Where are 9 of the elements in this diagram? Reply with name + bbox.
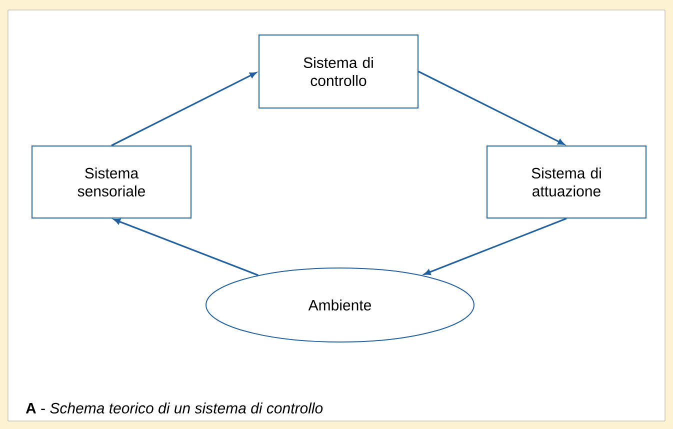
arrow xyxy=(111,72,256,146)
ellipse-node: Ambiente xyxy=(206,268,474,342)
process-box: Sistema di controllo xyxy=(258,34,418,108)
process-box: Sistema di attuazione xyxy=(486,146,646,218)
arrow xyxy=(424,218,567,275)
caption: A - Schema teorico di un sistema di controllo xyxy=(26,402,323,414)
process-box: Sistema sensoriale xyxy=(32,146,192,218)
arrow xyxy=(114,218,258,276)
arrow xyxy=(418,70,564,145)
